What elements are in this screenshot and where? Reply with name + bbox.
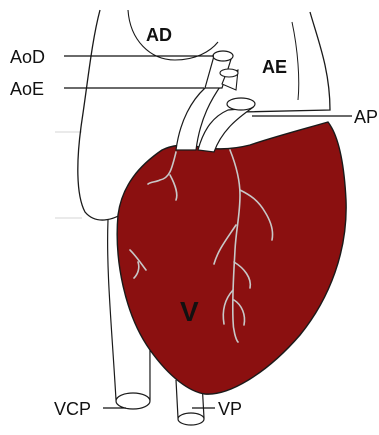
aorta-right-opening [220, 69, 238, 77]
ventricle [117, 122, 346, 394]
pulmonary-vein-opening [178, 413, 204, 425]
aorta-left-opening [213, 51, 233, 61]
label-vcp: VCP [54, 399, 91, 419]
left-atrium-inner-outline [292, 22, 299, 100]
label-aod: AoD [10, 47, 45, 67]
label-vp: VP [218, 399, 242, 419]
pulmonary-artery-opening [227, 98, 255, 110]
label-aoe: AoE [10, 79, 44, 99]
vena-cava-opening [116, 393, 150, 409]
right-atrium-outline [78, 10, 128, 220]
pulmonary-artery [198, 108, 252, 152]
label-v: V [180, 296, 199, 327]
label-ap: AP [354, 107, 378, 127]
right-atrium-upper-outline [128, 10, 218, 60]
label-ae: AE [262, 57, 287, 77]
label-ad: AD [146, 25, 172, 45]
